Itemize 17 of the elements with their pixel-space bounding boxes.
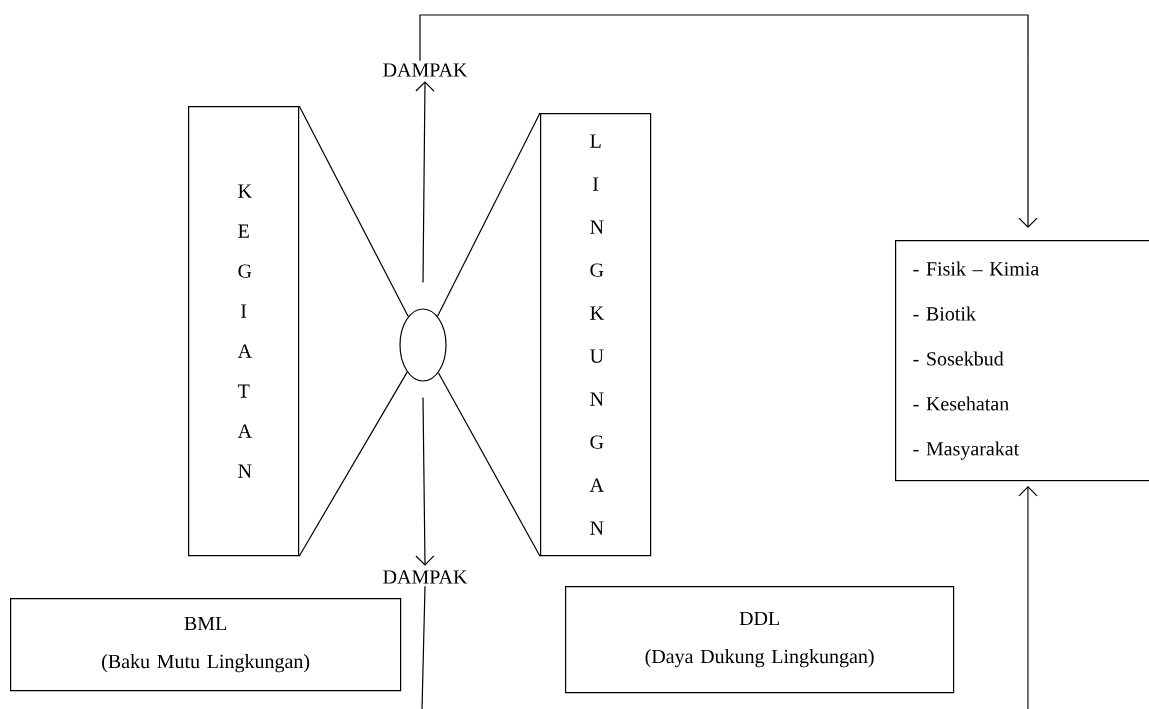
impact-label: DAMPAK (383, 570, 468, 584)
arrow (419, 14, 1038, 228)
list-box: - Fisik – Kimia - Biotik - Sosekbud - Kesehatan - Masyarakat (895, 240, 1149, 482)
connector-line (298, 371, 408, 557)
arrow (415, 81, 435, 283)
arrow (1018, 486, 1038, 709)
vertical-label-box: L I N G K U N G A N (540, 113, 652, 557)
connector-line (437, 372, 541, 557)
connector-line (421, 585, 426, 709)
connector-line (436, 112, 541, 317)
text-box: DDL (Daya Dukung Lingkungan) (565, 586, 955, 694)
ellipse-shape (399, 308, 447, 382)
arrow (415, 397, 435, 566)
impact-label: DAMPAK (383, 63, 468, 77)
vertical-label-box: K E G I A T A N (188, 106, 300, 557)
connector-line (298, 105, 409, 318)
text-box: BML (Baku Mutu Lingkungan) (10, 598, 402, 692)
